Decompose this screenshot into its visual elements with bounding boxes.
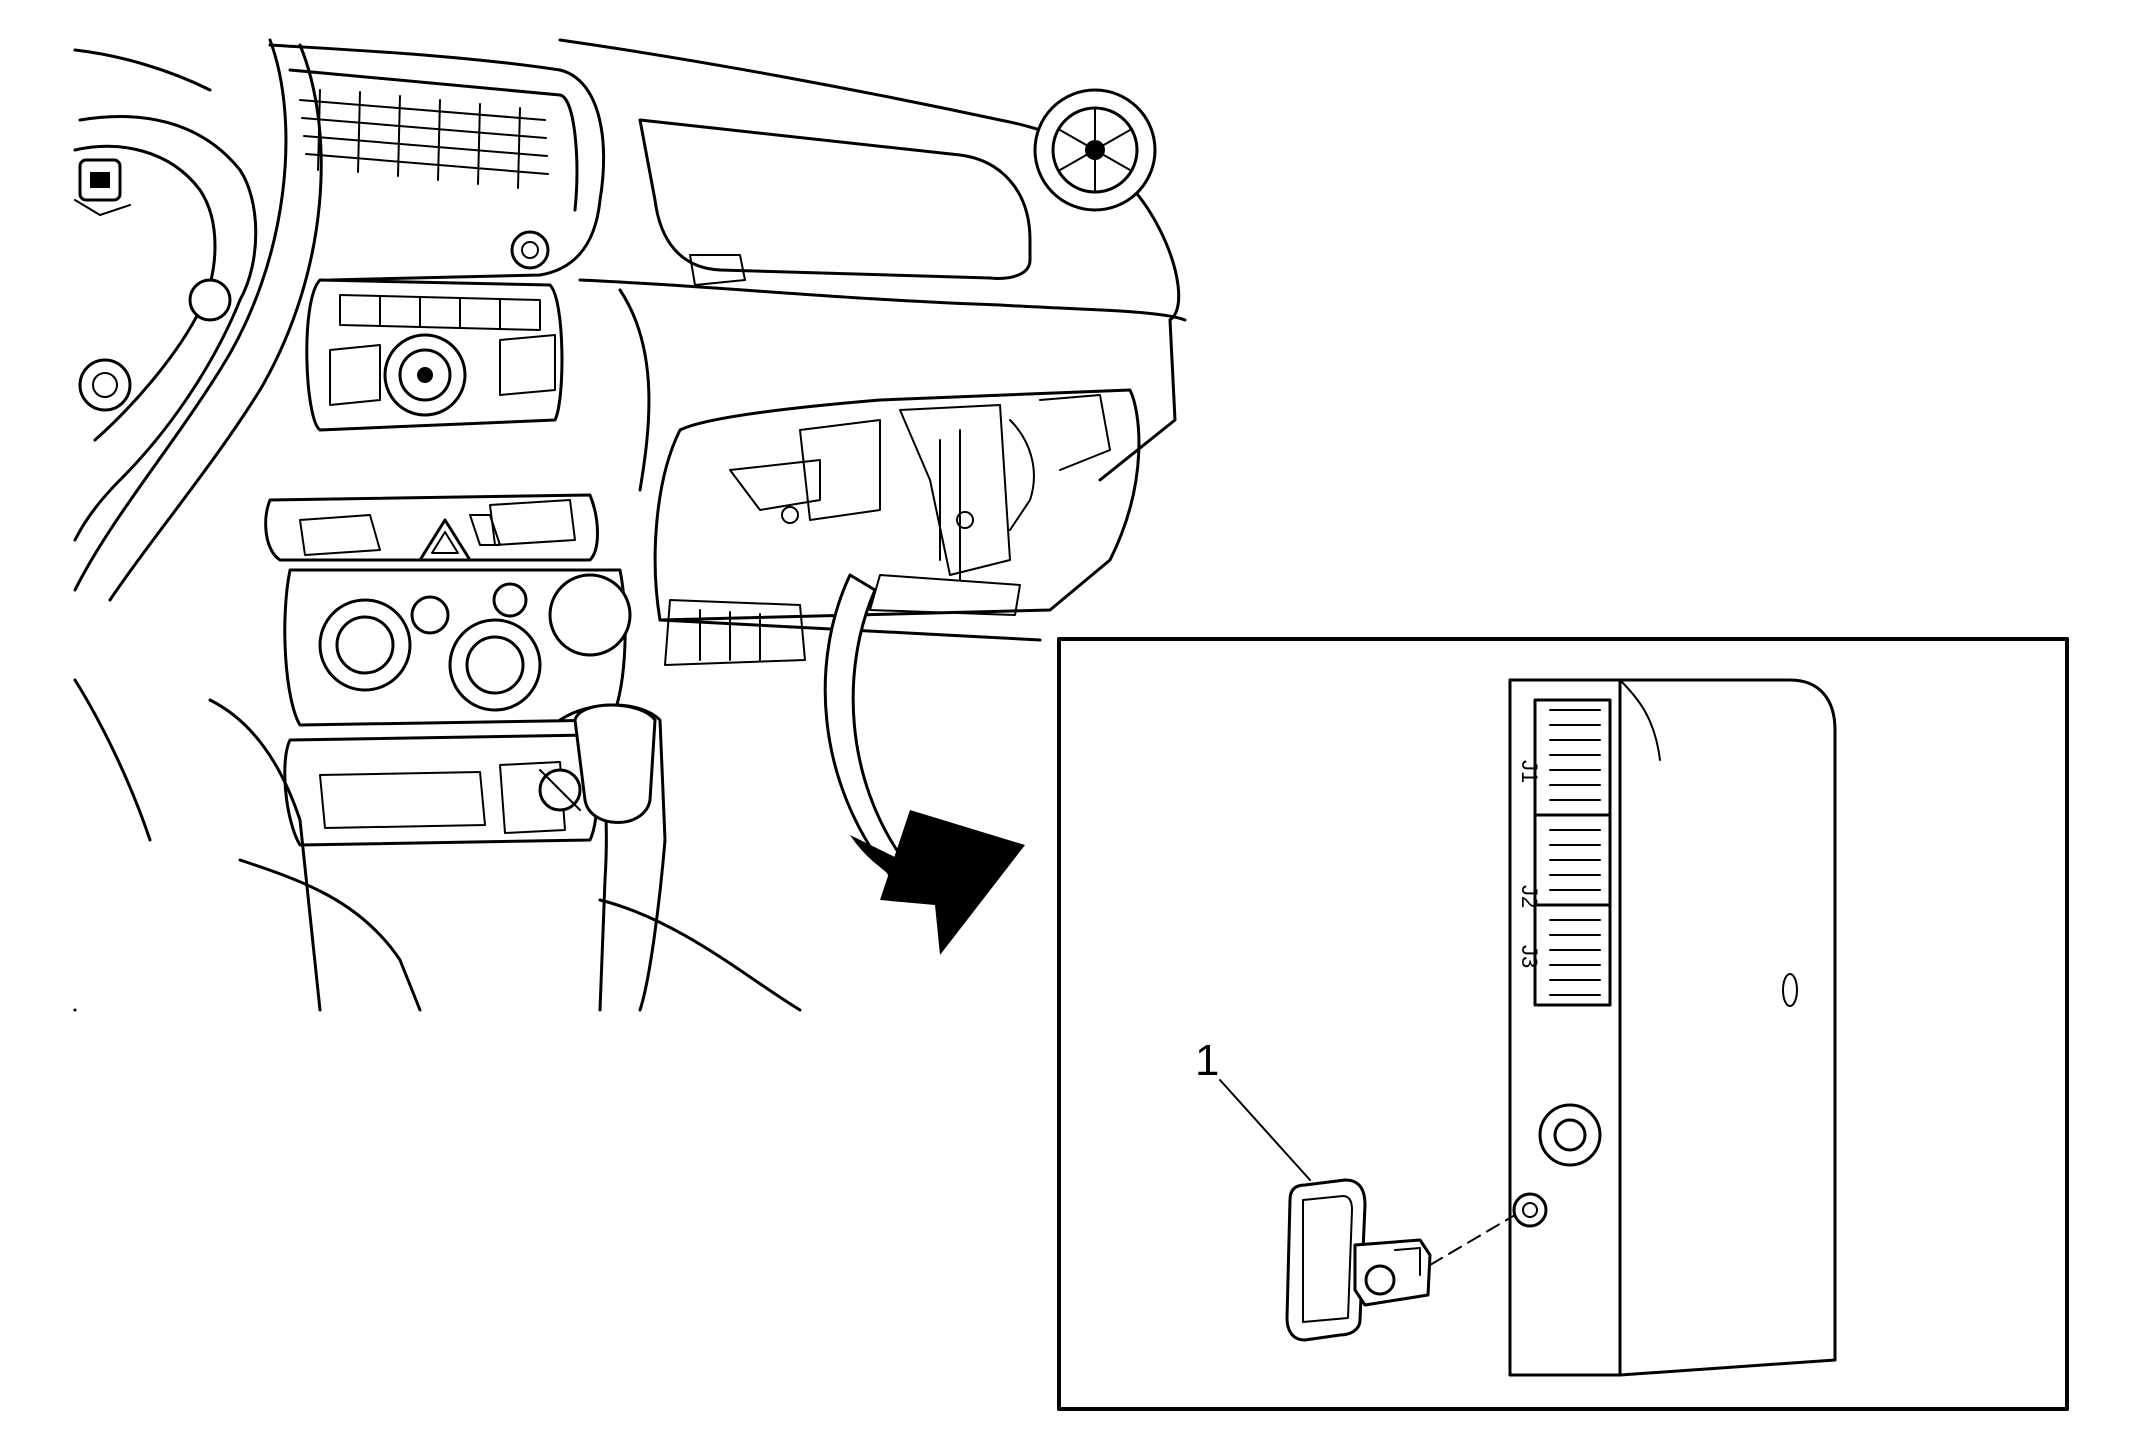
switch-row xyxy=(264,493,599,562)
climate-controls xyxy=(283,568,632,727)
callout-1: 1 xyxy=(1195,1036,1311,1181)
dashboard-illustration xyxy=(73,38,1187,1012)
connector-label-j2: J2 xyxy=(1517,885,1542,908)
connector-j1: J1 xyxy=(1517,698,1612,817)
radio-panel xyxy=(305,278,564,432)
control-module: J1 J2 J3 xyxy=(1508,678,1837,1377)
center-air-vents xyxy=(268,43,606,282)
center-console xyxy=(73,698,802,1012)
connector-label-j3: J3 xyxy=(1517,945,1542,968)
removal-arrow-icon xyxy=(823,573,1025,955)
connector-label-j1: J1 xyxy=(1517,760,1542,783)
connector-j3: J3 xyxy=(1517,903,1612,1007)
glovebox-opening xyxy=(653,388,1141,666)
install-path-line xyxy=(1429,1214,1516,1266)
detail-inset: J1 J2 J3 xyxy=(1057,637,2069,1411)
passenger-dash xyxy=(558,38,1187,492)
component-1 xyxy=(1285,1178,1432,1342)
steering-wheel xyxy=(73,38,323,842)
callout-number: 1 xyxy=(1195,1036,1219,1085)
hazard-triangle-icon xyxy=(418,518,472,562)
